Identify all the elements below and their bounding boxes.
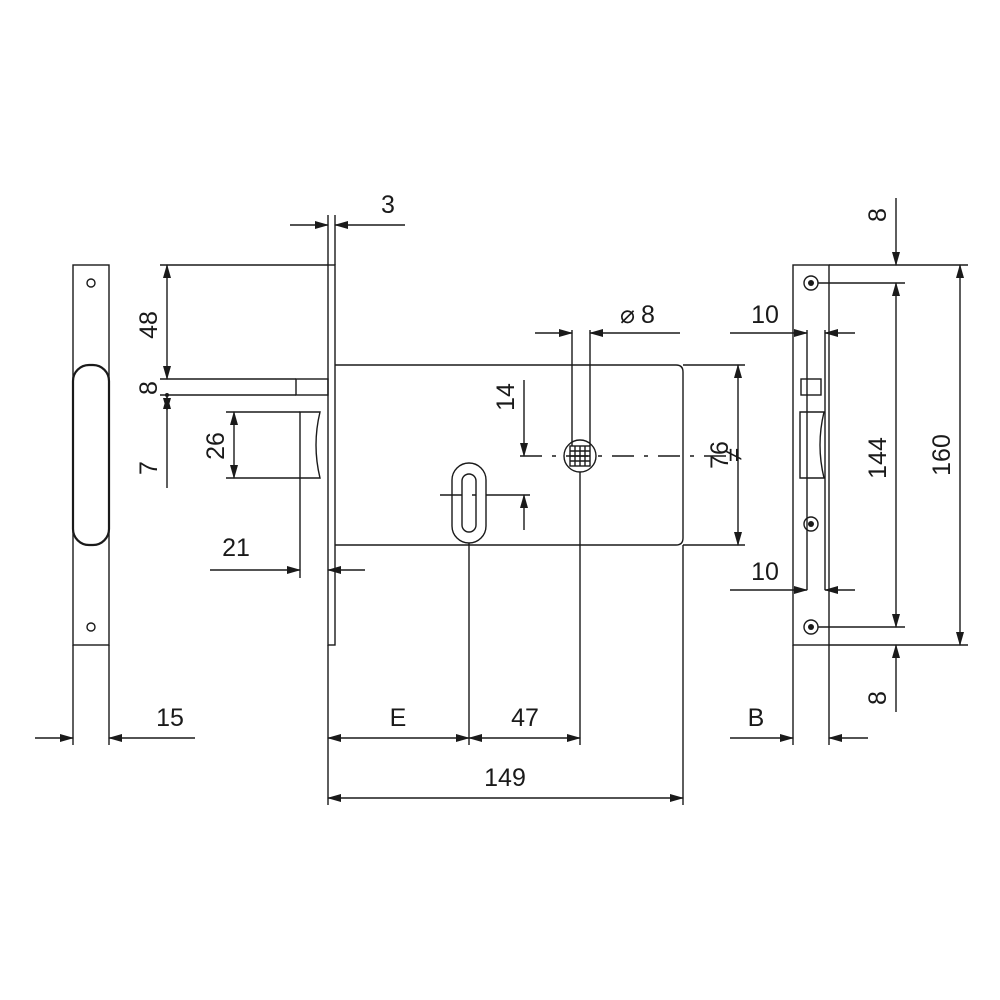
dim-bolt-gap: 7 bbox=[135, 461, 163, 475]
dim-latch-projection: 21 bbox=[222, 534, 250, 562]
strike-plate-outline bbox=[792, 264, 830, 646]
dim-strike-height: 160 bbox=[928, 434, 956, 476]
faceplate-outline bbox=[72, 264, 110, 646]
dim-strike-slot-top: 10 bbox=[751, 301, 779, 329]
lock-case-body bbox=[335, 364, 684, 546]
keyhole-outline bbox=[451, 462, 487, 544]
dim-faceplate-width: 15 bbox=[156, 704, 184, 732]
lock-faceplate-strip bbox=[327, 264, 336, 646]
dim-latch-height: 26 bbox=[202, 432, 230, 460]
strike-screw-hole-middle bbox=[803, 516, 819, 532]
dim-backset: E bbox=[390, 704, 407, 732]
faceplate-screw-hole-bottom bbox=[86, 622, 96, 632]
deadbolt bbox=[295, 378, 329, 396]
faceplate-screw-hole-top bbox=[86, 278, 96, 288]
dim-strike-margin-bottom: 8 bbox=[864, 691, 892, 705]
dim-keyhole-offset: 14 bbox=[492, 383, 520, 411]
dim-bolt-height: 8 bbox=[135, 381, 163, 395]
dim-top-to-bolt: 48 bbox=[135, 311, 163, 339]
dim-spindle-to-keyhole: 47 bbox=[511, 704, 539, 732]
faceplate-front-view: 15 bbox=[35, 264, 195, 745]
dim-strike-margin-top: 8 bbox=[864, 208, 892, 222]
centerline-symbol: ≠ bbox=[720, 448, 748, 462]
keyhole-inner bbox=[461, 473, 477, 533]
strike-screw-hole-bottom bbox=[803, 619, 819, 635]
dim-spindle-size: 8 bbox=[641, 301, 655, 329]
strike-plate-view: 160 144 8 8 10 10 B bbox=[730, 198, 968, 745]
dim-case-height: 76 bbox=[706, 441, 734, 469]
dim-faceplate-thickness: 3 bbox=[381, 191, 395, 219]
latch-bolt bbox=[299, 411, 321, 479]
dim-strike-hole-spacing: 144 bbox=[864, 437, 892, 479]
dim-strike-width: B bbox=[748, 704, 765, 732]
strike-bolt-opening bbox=[800, 378, 822, 396]
dim-strike-slot-bottom: 10 bbox=[751, 558, 779, 586]
lock-case-view: 3 48 8 7 26 21 ⌀ 8 14 76 ≠ bbox=[135, 191, 748, 805]
strike-latch-opening bbox=[799, 411, 825, 479]
strike-screw-hole-top bbox=[803, 275, 819, 291]
faceplate-cutout bbox=[71, 363, 111, 547]
dim-spindle-diameter-symbol: ⌀ bbox=[620, 301, 635, 329]
dim-case-depth: 149 bbox=[484, 764, 526, 792]
